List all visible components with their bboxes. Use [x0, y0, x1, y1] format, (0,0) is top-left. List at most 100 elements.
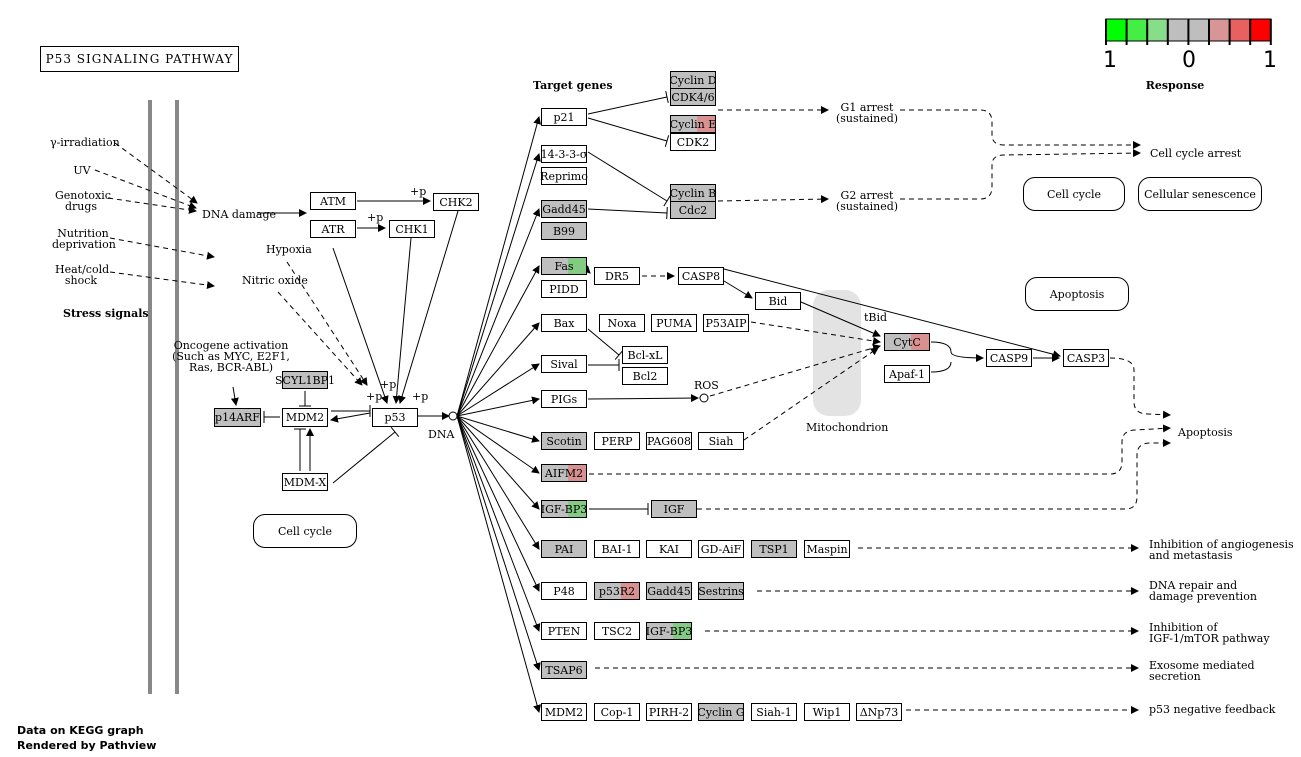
gene-node-b99[interactable]: B99 — [541, 222, 587, 240]
gene-node-mdm2b[interactable]: MDM2 — [541, 703, 587, 721]
gene-node-dnp73[interactable]: ΔNp73 — [856, 703, 902, 721]
gene-node-casp3[interactable]: CASP3 — [1063, 349, 1109, 367]
activation-edge — [456, 415, 540, 592]
gene-node-gadd45b[interactable]: Gadd45 — [646, 582, 692, 600]
activation-edge — [456, 415, 540, 443]
gene-label: MDM2 — [544, 705, 584, 719]
gene-node-siah[interactable]: Siah — [698, 432, 744, 450]
legend-swatch — [1147, 19, 1168, 41]
gene-node-bax[interactable]: Bax — [541, 314, 587, 332]
pathway-edge — [930, 361, 952, 373]
gene-node-igfbp3a[interactable]: IGF-BP3 — [541, 500, 587, 518]
gene-node-scotin[interactable]: Scotin — [541, 432, 587, 450]
gene-node-p53[interactable]: p53 — [372, 408, 418, 427]
gene-node-kai[interactable]: KAI — [646, 540, 692, 558]
gene-label: IGF-BP3 — [540, 502, 588, 516]
gene-node-pai[interactable]: PAI — [541, 540, 587, 558]
outcome-exo: Exosome mediated secretion — [1149, 659, 1255, 683]
gene-node-atr[interactable]: ATR — [310, 220, 356, 238]
gene-node-p21[interactable]: p21 — [541, 108, 587, 126]
gene-node-aifm2[interactable]: AIFM2 — [541, 464, 587, 482]
gene-node-noxa[interactable]: Noxa — [599, 314, 645, 332]
map-link-apoptosis1[interactable]: Apoptosis — [1025, 277, 1129, 311]
activation-edge — [277, 291, 363, 386]
gene-node-casp9[interactable]: CASP9 — [986, 349, 1032, 367]
activation-edge — [456, 322, 540, 417]
gene-node-cop1[interactable]: Cop-1 — [594, 703, 640, 721]
gene-node-p53aip[interactable]: P53AIP — [703, 314, 749, 332]
gene-node-pten[interactable]: PTEN — [541, 622, 587, 640]
gene-node-puma[interactable]: PUMA — [651, 314, 697, 332]
gene-node-cdk46[interactable]: CDK4/6 — [670, 88, 716, 106]
label-mitochondrion: Mitochondrion — [806, 421, 889, 434]
phosphorylation-mark: +p — [412, 390, 429, 403]
gene-node-bid[interactable]: Bid — [755, 292, 801, 310]
gene-label: CDK2 — [676, 135, 710, 149]
pathway-edge — [709, 344, 881, 397]
gene-label: P53AIP — [705, 316, 747, 330]
gene-node-igf[interactable]: IGF — [651, 500, 697, 518]
gene-label: PTEN — [547, 624, 581, 638]
gene-node-gadd45a[interactable]: Gadd45 — [541, 200, 587, 218]
gene-node-pidd[interactable]: PIDD — [541, 280, 587, 298]
inhibition-bar — [614, 350, 624, 360]
gene-node-p48[interactable]: P48 — [541, 582, 587, 600]
gene-label: CASP9 — [989, 351, 1029, 365]
label-dna-damage: DNA damage — [202, 208, 277, 221]
gene-node-bcl2[interactable]: Bcl2 — [622, 367, 668, 385]
gene-node-casp8[interactable]: CASP8 — [678, 267, 724, 285]
gene-node-chk1[interactable]: CHK1 — [389, 220, 435, 238]
gene-node-cdk2[interactable]: CDK2 — [670, 133, 716, 151]
gene-node-mdm2a[interactable]: MDM2 — [282, 408, 328, 427]
gene-node-apaf1[interactable]: Apaf-1 — [884, 365, 930, 383]
gene-node-tsap6[interactable]: TSAP6 — [541, 661, 587, 679]
stress-nutr: Nutrition deprivation — [52, 227, 116, 251]
gene-node-cdc2[interactable]: Cdc2 — [670, 201, 716, 219]
gene-node-reprimo[interactable]: Reprimo — [540, 167, 588, 185]
dna-binding-node — [448, 411, 458, 421]
gene-node-pirh2[interactable]: PIRH-2 — [646, 703, 692, 721]
legend-value-min: -1 — [1104, 48, 1117, 73]
gene-label: Bcl-xL — [627, 348, 663, 362]
gene-node-p53r2[interactable]: p53R2 — [594, 582, 640, 600]
gene-node-fas[interactable]: Fas — [541, 257, 587, 275]
map-link-senescence[interactable]: Cellular senescence — [1138, 177, 1262, 211]
gene-node-bclxl[interactable]: Bcl-xL — [622, 346, 668, 364]
gene-node-chk2[interactable]: CHK2 — [433, 193, 479, 211]
gene-node-maspin[interactable]: Maspin — [804, 540, 850, 558]
gene-node-tsc2[interactable]: TSC2 — [594, 622, 640, 640]
map-link-cellcycle2[interactable]: Cell cycle — [1023, 177, 1125, 211]
gene-node-gdaif[interactable]: GD-AiF — [698, 540, 744, 558]
gene-node-wip1[interactable]: Wip1 — [804, 703, 850, 721]
label-dna: DNA — [428, 428, 455, 441]
gene-node-1433[interactable]: 14-3-3-σ — [541, 145, 587, 163]
gene-label: BAI-1 — [601, 542, 633, 556]
gene-label: ATR — [321, 222, 345, 236]
legend-swatch — [1106, 19, 1127, 41]
gene-node-cycg[interactable]: Cyclin G — [697, 703, 745, 721]
gene-node-cycd[interactable]: Cyclin D — [669, 71, 717, 89]
gene-node-pigs[interactable]: PIGs — [541, 390, 587, 408]
gene-node-tsp1[interactable]: TSP1 — [751, 540, 797, 558]
gene-node-perp[interactable]: PERP — [594, 432, 640, 450]
gene-node-cycb[interactable]: Cyclin B — [670, 184, 716, 202]
gene-node-cyce[interactable]: Cyclin E — [670, 115, 716, 133]
gene-node-mdmx[interactable]: MDM-X — [282, 473, 328, 491]
gene-node-igfbp3b[interactable]: IGF-BP3 — [646, 622, 692, 640]
gene-node-siah1[interactable]: Siah-1 — [751, 703, 797, 721]
gene-label: CASP3 — [1066, 351, 1106, 365]
phosphorylation-mark: +p — [410, 185, 427, 198]
gene-node-p14arf[interactable]: p14ARF — [214, 408, 261, 427]
gene-node-scyl1bp1[interactable]: SCYL1BP1 — [275, 371, 335, 389]
gene-node-dr5[interactable]: DR5 — [594, 267, 640, 285]
gene-node-sival[interactable]: Sival — [541, 355, 587, 373]
gene-node-pag608[interactable]: PAG608 — [646, 432, 692, 450]
gene-label: Apaf-1 — [889, 367, 925, 381]
gene-node-sestrins[interactable]: Sestrins — [698, 582, 744, 600]
gene-node-cytc[interactable]: CytC — [884, 333, 930, 351]
gene-node-atm[interactable]: ATM — [310, 192, 356, 210]
map-link-cellcycle1[interactable]: Cell cycle — [253, 514, 357, 548]
activation-edge — [456, 265, 540, 417]
gene-node-bai1[interactable]: BAI-1 — [594, 540, 640, 558]
